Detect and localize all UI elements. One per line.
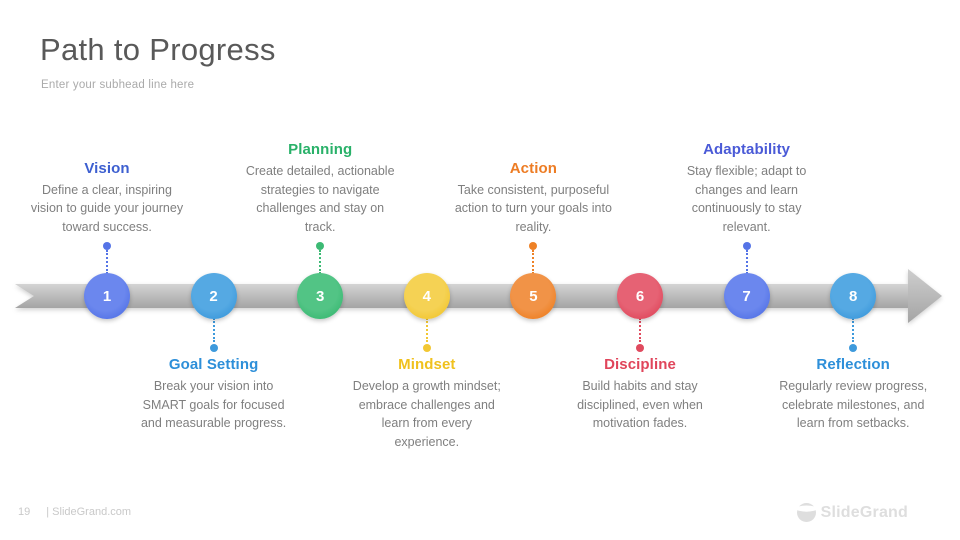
step-connector-line — [212, 318, 215, 342]
step-connector-line — [532, 250, 535, 274]
step-description: Define a clear, inspiring vision to guid… — [30, 182, 184, 234]
step-number: 3 — [316, 287, 325, 305]
step-description: Develop a growth mindset; embrace challe… — [352, 379, 501, 449]
step-description: Build habits and stay disciplined, even … — [577, 379, 703, 430]
page-subtitle: Enter your subhead line here — [41, 79, 195, 91]
step-connector-dot — [103, 242, 111, 250]
step-connector-dot — [316, 242, 325, 250]
step-description: Regularly review progress, celebrate mil… — [779, 379, 928, 430]
step-connector-line — [319, 250, 322, 274]
footer-site-label: | SlideGrand.com — [46, 506, 132, 518]
page-number: 19 — [18, 506, 31, 518]
step-number: 6 — [635, 287, 645, 305]
step-number: 8 — [849, 287, 858, 305]
step-number: 1 — [102, 287, 112, 305]
step-connector-dot — [742, 242, 751, 250]
brand-name: SlideGrand — [820, 503, 908, 521]
step-connector-line — [639, 318, 641, 342]
step-title: Adaptability — [703, 141, 791, 158]
brand-logo-icon — [796, 503, 816, 522]
timeline-arrowhead-icon — [908, 269, 942, 323]
step-connector-dot — [849, 344, 858, 352]
step-description: Stay flexible; adapt to changes and lear… — [686, 164, 807, 234]
step-circle-goal-setting: 2 — [190, 273, 237, 319]
step-connector-line — [106, 250, 108, 274]
step-title: Discipline — [604, 356, 676, 373]
step-title: Mindset — [398, 356, 456, 373]
step-title: Goal Setting — [168, 356, 259, 373]
step-circle-planning: 3 — [297, 273, 344, 319]
footer: 19 | SlideGrand.com — [18, 506, 131, 518]
step-description: Break your vision into SMART goals for f… — [140, 379, 287, 430]
page-title: Path to Progress — [40, 32, 276, 67]
step-description: Create detailed, actionable strategies t… — [245, 164, 395, 234]
step-connector-line — [745, 250, 748, 274]
step-connector-dot — [529, 242, 538, 250]
step-connector-line — [425, 318, 428, 342]
step-circle-reflection: 8 — [830, 273, 877, 319]
step-circle-mindset: 4 — [403, 273, 450, 319]
step-connector-dot — [209, 344, 218, 352]
step-title: Vision — [84, 159, 130, 177]
step-title: Planning — [288, 141, 353, 158]
step-number: 5 — [529, 287, 538, 305]
step-circle-vision: 1 — [84, 273, 130, 319]
step-connector-dot — [636, 344, 644, 352]
step-title: Reflection — [816, 356, 890, 373]
brand-logo: SlideGrand — [796, 503, 908, 522]
step-connector-line — [852, 318, 855, 342]
step-connector-dot — [422, 344, 431, 352]
step-circle-discipline: 6 — [617, 273, 663, 319]
step-number: 7 — [742, 287, 751, 305]
step-title: Action — [509, 159, 558, 177]
step-circle-adaptability: 7 — [723, 273, 770, 319]
step-number: 2 — [209, 287, 218, 305]
step-circle-action: 5 — [510, 273, 557, 319]
timeline-bar — [15, 284, 912, 308]
step-number: 4 — [422, 287, 431, 305]
step-description: Take consistent, purposeful action to tu… — [454, 182, 612, 234]
